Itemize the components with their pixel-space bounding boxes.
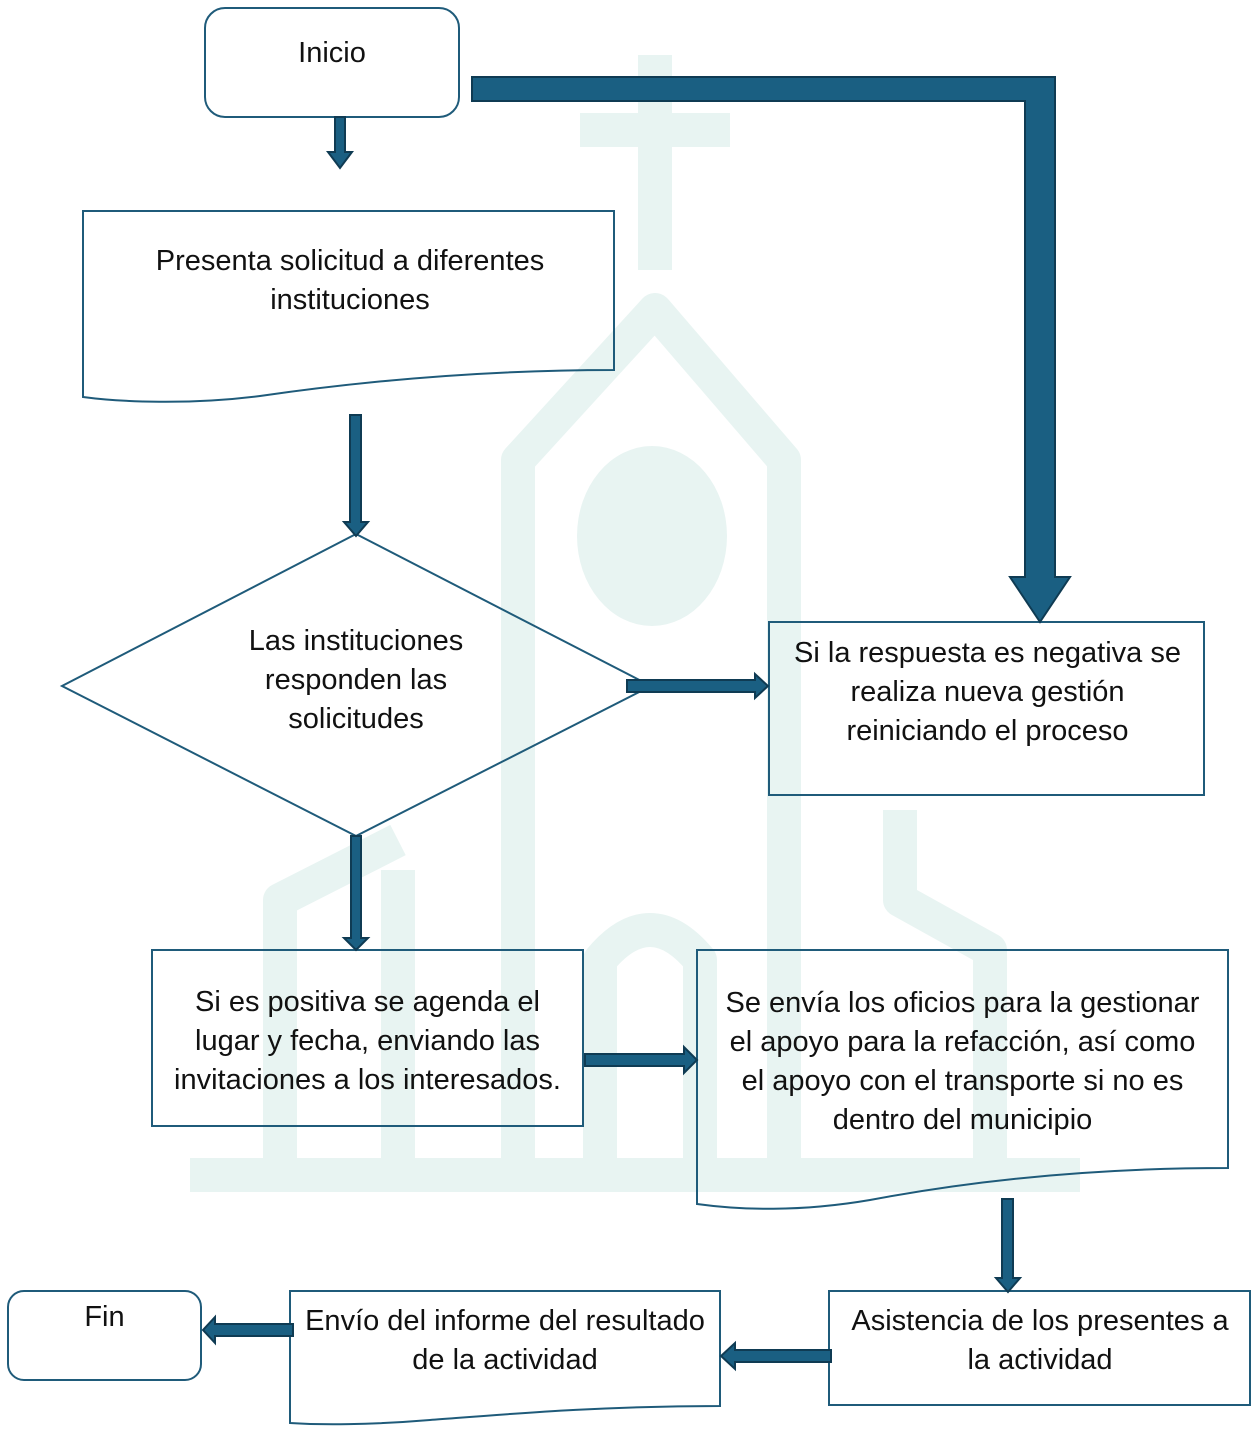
arrow-request-to-decision	[341, 414, 371, 538]
arrow-start-to-request	[326, 116, 354, 170]
arrow-letters-to-attendance	[993, 1198, 1023, 1294]
request-label: Presenta solicitud a diferentes instituc…	[155, 245, 545, 316]
arrow-attendance-to-report	[719, 1340, 832, 1372]
end-label: Fin	[84, 1300, 125, 1333]
arrow-positive-to-letters	[584, 1044, 699, 1076]
decision-label: Las instituciones responden las solicitu…	[248, 624, 464, 735]
positive-label: Si es positiva se agenda el lugar y fech…	[174, 985, 561, 1096]
negative-node	[768, 621, 1205, 796]
end-node	[7, 1290, 202, 1381]
positive-node	[151, 949, 584, 1127]
arrow-decision-to-negative	[626, 671, 770, 701]
attendance-node	[828, 1290, 1251, 1406]
arrow-decision-to-positive	[341, 835, 371, 952]
start-label: Inicio	[298, 36, 366, 69]
letters-document-node	[696, 949, 1229, 1210]
start-node	[204, 7, 460, 118]
arrow-start-to-negative	[471, 76, 1072, 624]
attendance-label: Asistencia de los presentes a la activid…	[851, 1305, 1229, 1376]
letters-label: Se envía los oficios para la gestionar e…	[725, 987, 1200, 1136]
arrow-report-to-end	[201, 1314, 294, 1346]
report-label: Envío del informe del resultado de la ac…	[305, 1305, 705, 1376]
request-document-node	[82, 210, 615, 403]
report-document-node	[289, 1290, 721, 1426]
negative-label: Si la respuesta es negativa se realiza n…	[794, 636, 1181, 747]
